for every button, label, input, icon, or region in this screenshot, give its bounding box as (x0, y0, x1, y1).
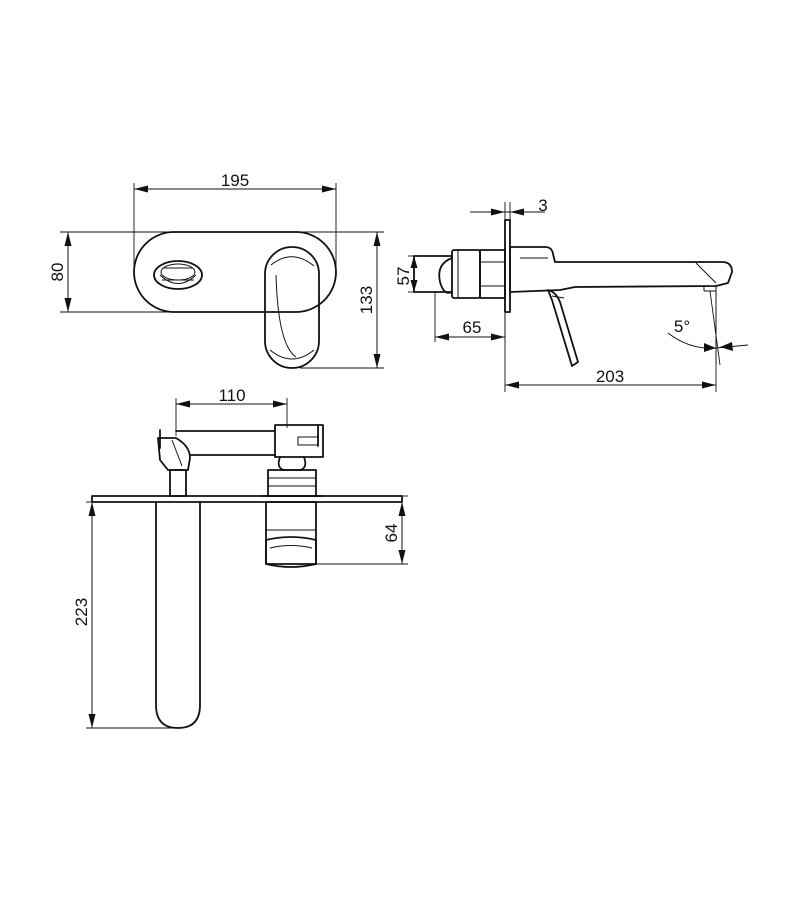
dim-label-65: 65 (463, 318, 482, 337)
side-spout (509, 246, 733, 293)
plan-body (175, 424, 324, 458)
spout-outlet (153, 260, 203, 290)
dim-65: 65 (434, 292, 506, 342)
wall-plate-outline (133, 231, 337, 313)
dim-80: 80 (48, 231, 170, 313)
plan-spout (155, 501, 201, 729)
dim-label-203: 203 (596, 367, 624, 386)
dim-label-223: 223 (72, 598, 91, 626)
side-view: 3 57 65 203 (394, 196, 749, 392)
dim-label-64: 64 (382, 524, 401, 543)
dim-133: 133 (300, 231, 384, 369)
dim-label-195: 195 (221, 171, 249, 190)
plan-spout-pipe (157, 429, 191, 497)
dim-label-110: 110 (218, 386, 245, 405)
dim-57: 57 (394, 255, 418, 293)
dim-203: 203 (504, 291, 717, 392)
dim-angle-5: 5° (667, 290, 749, 366)
side-lever (547, 289, 579, 367)
front-view: 195 80 133 (48, 171, 384, 369)
dim-label-5deg: 5° (674, 317, 690, 336)
dim-label-80: 80 (48, 263, 67, 282)
side-valve-body (413, 249, 506, 299)
dim-label-57: 57 (394, 267, 413, 286)
plan-view: 110 64 223 (72, 386, 408, 729)
plan-wall-plate (91, 495, 403, 503)
dim-64: 64 (316, 495, 408, 565)
plan-cartridge (261, 456, 323, 568)
dim-3: 3 (470, 196, 548, 220)
dim-label-133: 133 (357, 286, 376, 314)
dim-195: 195 (133, 171, 337, 268)
dim-223: 223 (72, 501, 178, 729)
dim-label-3: 3 (538, 196, 547, 215)
lever-handle-front (264, 246, 320, 369)
dim-110: 110 (175, 386, 288, 436)
